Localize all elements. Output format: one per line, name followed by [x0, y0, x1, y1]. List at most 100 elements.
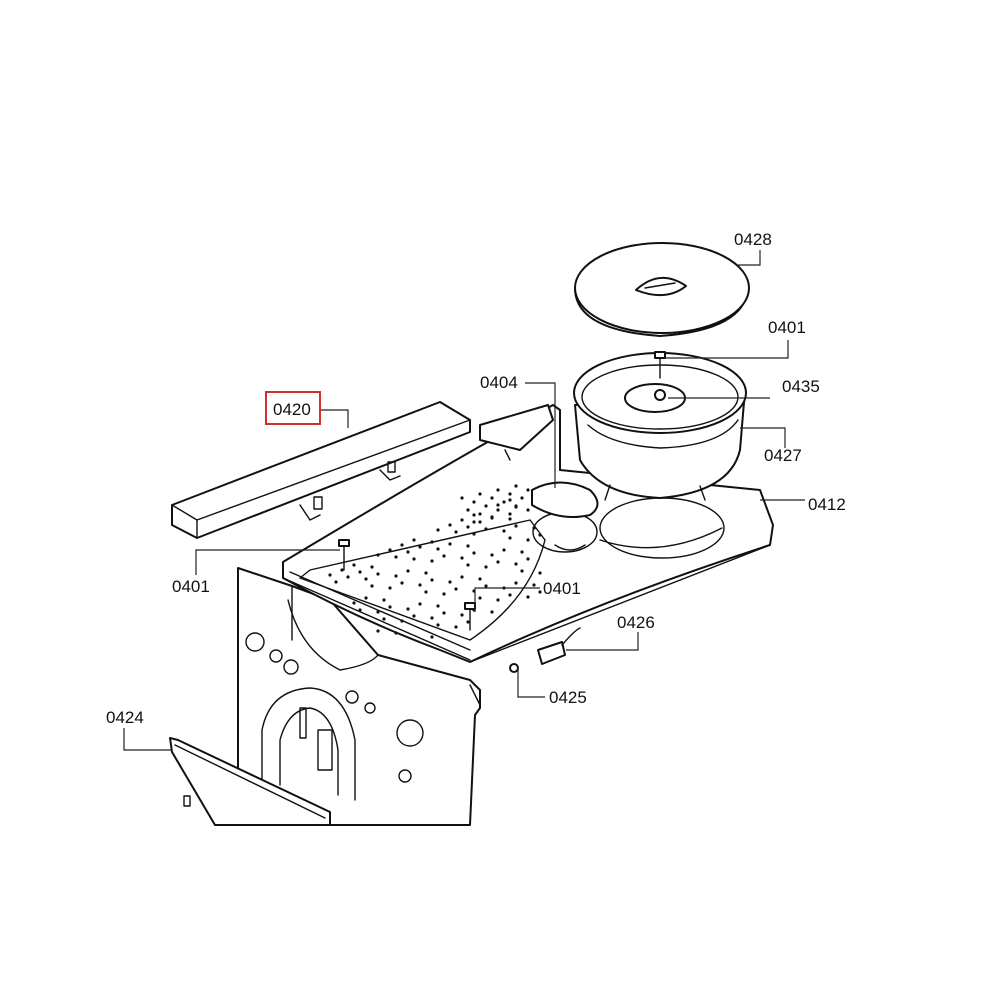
callout-0401-left: 0401 [172, 577, 210, 596]
perforation-dot [532, 583, 536, 587]
screw-top [654, 351, 666, 379]
perforation-dot [490, 553, 494, 557]
perforation-dot [406, 550, 410, 554]
callout-0428: 0428 [734, 230, 772, 249]
inner-disc [624, 383, 686, 413]
perforation-dot [376, 572, 380, 576]
perforation-dot [478, 492, 482, 496]
perforation-dot [454, 625, 458, 629]
callout-0426: 0426 [617, 613, 655, 632]
perforation-dot [442, 611, 446, 615]
front-trim-strip [169, 737, 331, 826]
perforation-dot [412, 557, 416, 561]
perforation-dot [412, 614, 416, 618]
perforation-dot [478, 596, 482, 600]
callout-0401-mid: 0401 [543, 579, 581, 598]
perforation-dot [388, 548, 392, 552]
perforation-dot [484, 527, 488, 531]
perforation-dot [478, 577, 482, 581]
perforation-dot [370, 565, 374, 569]
perforation-dot [328, 573, 332, 577]
sensor-washer [509, 663, 519, 673]
perforation-dot [388, 605, 392, 609]
perforation-dot [364, 577, 368, 581]
perforation-dot [520, 569, 524, 573]
perforation-dot [496, 598, 500, 602]
perforation-dot [352, 601, 356, 605]
perforation-dot [454, 530, 458, 534]
perforation-dot [430, 540, 434, 544]
perforation-dot [364, 596, 368, 600]
perforation-dot [418, 545, 422, 549]
leader-lines [123, 250, 805, 751]
perforation-dot [400, 581, 404, 585]
bean-lid [574, 242, 750, 337]
perforation-dot [520, 496, 524, 500]
callout-0427: 0427 [764, 446, 802, 465]
perforation-dot [388, 586, 392, 590]
perforation-dot [538, 571, 542, 575]
perforation-dot [418, 602, 422, 606]
callout-0412: 0412 [808, 495, 846, 514]
perforation-dot [508, 536, 512, 540]
perforation-dot [430, 616, 434, 620]
perforation-dot [514, 484, 518, 488]
perforation-dot [490, 496, 494, 500]
perforation-dot [472, 520, 476, 524]
perforation-dot [430, 578, 434, 582]
perforation-dot [478, 512, 482, 516]
perforation-dot [484, 584, 488, 588]
perforation-dot [514, 524, 518, 528]
perforation-dot [490, 610, 494, 614]
callout-0404: 0404 [480, 373, 518, 392]
perforation-dot [490, 516, 494, 520]
perforation-dot [424, 571, 428, 575]
perforation-dot [346, 575, 350, 579]
perforation-dot [394, 555, 398, 559]
perforation-dot [526, 488, 530, 492]
perforation-dot [484, 565, 488, 569]
perforation-dot [538, 590, 542, 594]
perforation-dot [514, 504, 518, 508]
perforation-dot [352, 563, 356, 567]
perforation-dot [520, 550, 524, 554]
perforation-dot [394, 574, 398, 578]
perforation-dot [526, 538, 530, 542]
perforation-dot [538, 533, 542, 537]
perforation-dot [472, 551, 476, 555]
highlight-box [265, 391, 321, 425]
perforation-dot [466, 620, 470, 624]
perforation-dot [508, 498, 512, 502]
perforation-dot [508, 517, 512, 521]
perforation-dot [478, 520, 482, 524]
chute-insert [531, 481, 599, 518]
callout-0435: 0435 [782, 377, 820, 396]
perforation-dot [466, 508, 470, 512]
perforation-dot [358, 570, 362, 574]
perforation-dot [448, 523, 452, 527]
perforation-dot [466, 563, 470, 567]
perforation-dot [376, 553, 380, 557]
perforation-dot [508, 492, 512, 496]
perforation-dot [406, 569, 410, 573]
perforation-dot [460, 556, 464, 560]
perforation-dot [496, 488, 500, 492]
front-housing-panel [237, 567, 481, 826]
bean-container [573, 352, 747, 501]
perforation-dot [418, 583, 422, 587]
perforation-dot [430, 635, 434, 639]
callout-0420: 0420 [273, 400, 311, 419]
perforation-dot [460, 496, 464, 500]
perforation-dot [382, 598, 386, 602]
perforation-dot [448, 580, 452, 584]
callout-0424: 0424 [106, 708, 144, 727]
perforation-dot [532, 526, 536, 530]
perforation-dot [424, 590, 428, 594]
upper-back-panel [479, 404, 554, 461]
perforation-dot [430, 559, 434, 563]
perforation-dot [514, 562, 518, 566]
perforation-dot [334, 580, 338, 584]
perforation-dot [502, 548, 506, 552]
